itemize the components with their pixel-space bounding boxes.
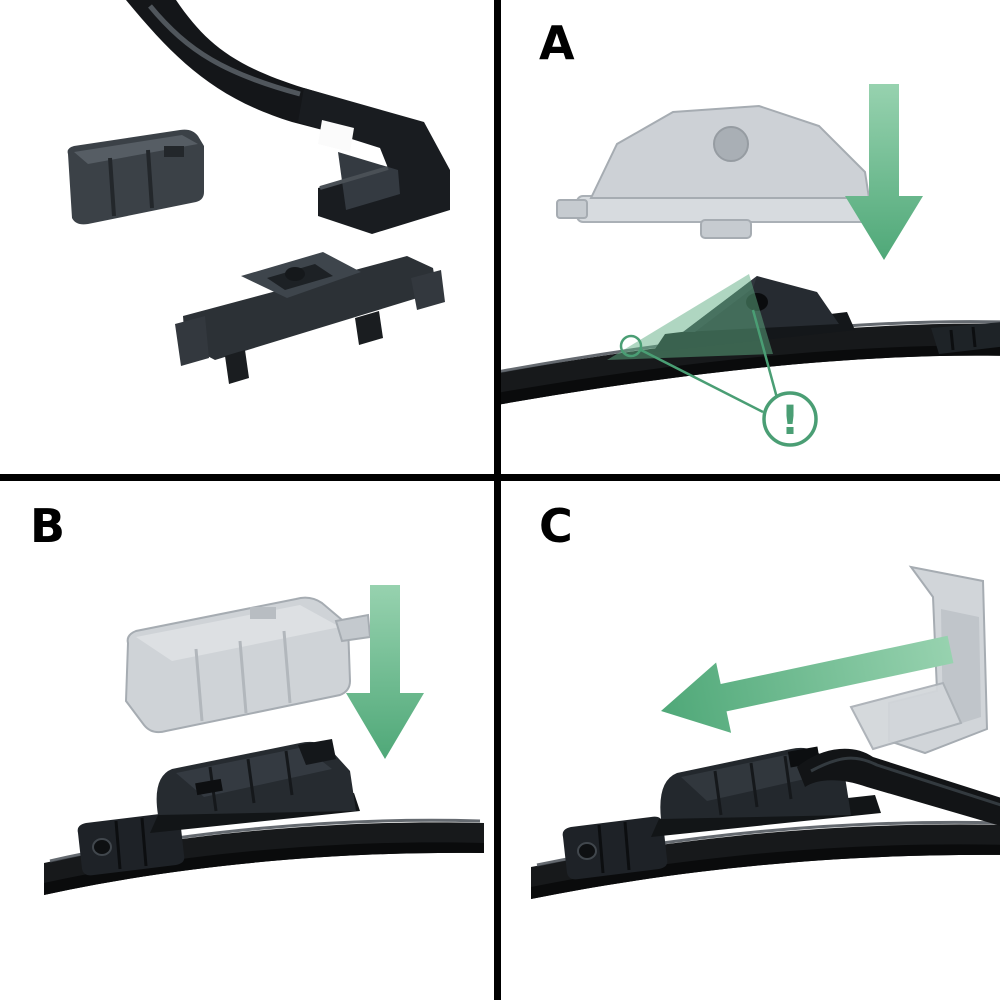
wiper-blade [44,739,484,895]
down-arrow-icon [346,585,424,759]
end-cap [562,816,668,880]
attachment-point-marker [619,334,643,358]
adapter-cap [67,129,204,225]
panel-label-c: C [539,499,573,553]
ghost-adapter [556,104,902,239]
wiper-blade [531,746,1000,899]
warning-icon: ! [640,309,818,447]
wiper-arm-attached [797,748,1000,826]
step-c-illustration [531,565,1000,899]
ghost-cap [124,596,372,734]
step-b-illustration [44,585,484,895]
left-arrow-icon [661,635,954,733]
adapter-base [175,252,445,384]
parts-illustration [67,0,450,384]
panel-step-a: A [501,0,1000,474]
panel-label-a: A [539,16,575,70]
vertical-divider [494,0,501,1000]
warning-mark: ! [781,398,799,444]
highlight-overlay [607,274,773,360]
step-a-illustration: ! [501,84,1000,447]
panel-step-c: C [501,481,1000,1000]
panel-parts [0,0,494,474]
down-arrow-icon [845,84,923,260]
wiper-blade [501,274,1000,405]
panel-label-b: B [30,499,66,553]
horizontal-divider [0,474,1000,481]
wiper-arm [126,0,450,234]
panel-step-b: B [0,481,494,1000]
